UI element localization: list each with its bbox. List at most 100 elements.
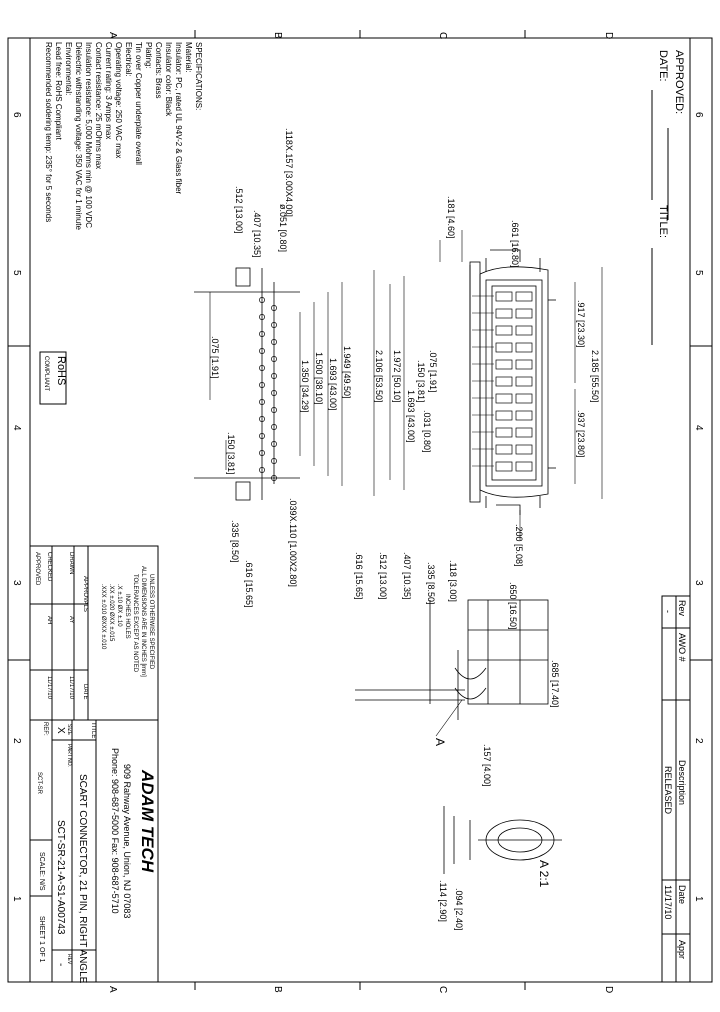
zone-number: 3 [693,580,704,586]
dim-937: .937 [23.80] [576,410,586,458]
approved-row-label: APPROVED [34,552,40,586]
dim-616-s: .616 [15.65] [354,552,364,600]
date-label: DATE: [657,50,669,82]
tolerance-line: ALL DIMENSIONS ARE IN INCHES [mm] [140,566,146,677]
dim-200: .200 [5.08] [514,524,524,567]
zone-ticks [8,30,712,990]
zone-number: 2 [11,738,22,744]
detail-a-callout: A [433,738,447,746]
tolerance-line: TOLERANCES EXCEPT AS NOTED [132,574,138,673]
contact-cell [495,359,513,370]
spec-line: Plating: [144,42,153,69]
spec-line: Material: [184,42,193,73]
zone-number: 1 [11,896,22,902]
detail-a-title: A 2:1 [537,860,551,888]
contact-cell [495,325,513,336]
pcb-hole [259,433,265,439]
specifications: SPECIFICATIONS: Material: Insulator: PC,… [44,42,203,230]
zone-letter: D [603,986,614,993]
contact-cell [515,308,533,319]
dim-685: .685 [17.40] [550,660,560,708]
spec-line: Current rating: 3 Amps max [104,42,113,139]
pcb-hole [271,356,277,362]
zone-letter: A [107,32,118,39]
size-value: X [55,727,66,734]
title-block-label: TITLE [90,722,96,738]
zone-number: 4 [11,425,22,431]
zone-number: 1 [693,896,704,902]
dim-075: .075 [1.91] [428,350,438,393]
pcb-hole [259,399,265,405]
tolerance-line: .XXX ±.010 ØXXX ±.010 [100,584,106,650]
contact-cell [495,308,513,319]
side-view [355,599,549,720]
company-name: ADAM TECH [138,769,157,873]
detail-a [443,806,562,874]
appr-header: Appr [677,940,687,959]
date-value: 11/17/10 [663,885,673,919]
zone-letter: A [107,986,118,993]
company-phone: Phone: 908-687-5000 Fax: 908-687-5710 [110,748,120,914]
dim-335-s: .335 [8.50] [426,562,436,605]
contact-cell [515,376,533,387]
contact-cell [495,461,513,472]
contact-cell [515,393,533,404]
spec-line: SPECIFICATIONS: [194,42,203,110]
dim-118-s: .118 [3.00] [448,560,458,602]
pcb-hole [271,339,277,345]
tolerance-line: .X ±.10 ØX ±.10 [116,584,122,627]
date-header: Date [677,885,687,904]
pcb-hole [271,305,277,311]
drawn-name: AY [68,616,74,624]
zone-number: 6 [11,112,22,118]
zone-letter: C [437,32,448,39]
pcb-hole [271,373,277,379]
title-label: TITLE: [657,205,669,238]
dim-039x110: .039X.110 [1.00X2.80] [288,498,298,587]
spec-line: Electrical: [124,42,133,77]
rohs-badge: RoHS COMPLIANT [39,351,67,405]
dim-407: .407 [10.35] [252,210,262,258]
rohs-sub: COMPLIANT [43,356,49,391]
dim-181: .181 [4.60] [446,196,456,239]
dim-512-s: .512 [13.00] [378,552,388,600]
dim-917: .917 [23.30] [576,300,586,348]
dim-1693: 1.693 [43.00] [406,390,416,443]
description-value: RELEASED [663,766,673,815]
rev-label: REV [66,954,72,965]
ref-label: REF: [42,722,48,736]
pcb-hole [259,467,265,473]
drawn-label: DRAWN [68,552,74,574]
bottom-view [194,267,300,501]
detail-leader [435,699,463,737]
spec-line: Dielectric withstanding voltage: 350 VAC… [74,42,83,230]
contact-cell [495,444,513,455]
title-block [29,719,159,983]
dim-118x157: .118X.157 [3.00X4.00] [284,128,294,217]
pcb-hole [259,382,265,388]
pcb-hole [259,348,265,354]
rev-value: - [55,963,66,966]
pcb-hole [271,475,277,481]
approvals-date-header: DATE [82,684,88,700]
dim-1693-b: 1.693 [43.00] [328,358,338,411]
contact-cell [515,325,533,336]
zone-letter: B [272,986,283,993]
zone-letter: C [437,986,448,993]
dim-1949: 1.949 [49.50] [342,346,352,399]
spec-line: Lead free: RoHS Compliant [54,42,63,141]
contact-cell [515,461,533,472]
dim-150-b: .150 [3.81] [226,432,236,475]
front-dimension-lines [373,230,603,540]
contact-cell [495,393,513,404]
dim-075-b: .075 [1.91] [210,336,220,379]
pcb-hole [259,365,265,371]
dim-1500: 1.500 [38.10] [314,352,324,405]
pcb-holes [259,297,277,481]
zone-number: 4 [693,425,704,431]
dim-031: .031 [0.80] [422,410,432,453]
approved-label: APPROVED: [673,50,685,114]
spec-line: Insulator color: Black [164,42,173,117]
zone-number: 5 [11,270,22,276]
sheet-value: SHEET 1 OF 1 [38,916,45,963]
